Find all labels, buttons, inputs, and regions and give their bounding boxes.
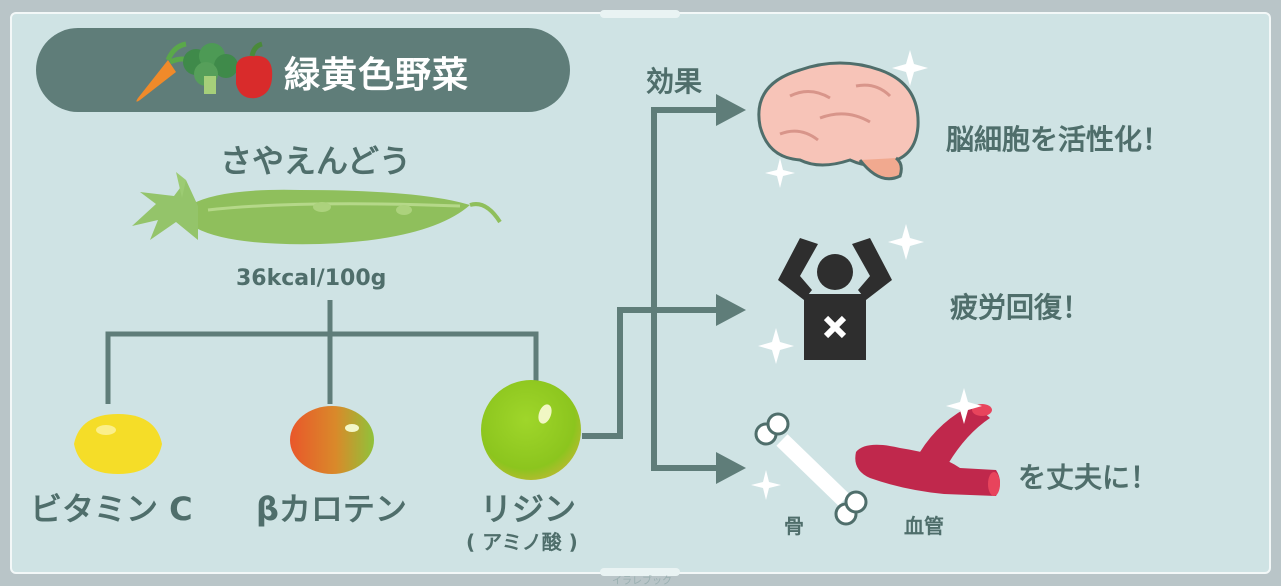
effect-fatigue-label: 疲労回復！ <box>950 291 1091 324</box>
broccoli-icon <box>183 43 238 94</box>
bone-icon <box>754 412 868 526</box>
effect-arrows <box>582 107 724 471</box>
vegetable-name: さやえんどう <box>220 142 412 180</box>
beta-carotene-icon <box>290 406 374 474</box>
nutrient-beta-carotene-label: βカロテン <box>256 490 407 528</box>
bottom-notch <box>600 568 680 576</box>
nutrient-vitamin-c-label: ビタミン C <box>30 490 193 528</box>
blood-vessel-icon <box>855 404 1000 496</box>
connector-lines <box>105 300 539 404</box>
arrow-heads <box>716 94 746 484</box>
title-banner <box>36 28 570 112</box>
carrot-icon <box>136 41 192 102</box>
vegetable-calories: 36kcal/100g <box>236 266 387 291</box>
bone-label: 骨 <box>784 514 804 538</box>
brain-icon <box>757 61 920 181</box>
pea-pod-icon <box>132 172 502 245</box>
tired-person-icon <box>778 238 892 360</box>
lysine-icon <box>481 380 581 480</box>
effect-strengthen-label: を丈夫に！ <box>1018 461 1159 494</box>
blood-vessel-label: 血管 <box>904 514 944 538</box>
top-notch <box>600 10 680 18</box>
credit-text: イラレブック <box>612 576 672 587</box>
bell-pepper-icon <box>236 41 273 99</box>
effect-brain-label: 脳細胞を活性化！ <box>946 123 1171 156</box>
page-title: 緑黄色野菜 <box>284 55 470 96</box>
sparkle-icons <box>751 50 982 500</box>
nutrient-lysine-sublabel: ( アミノ酸 ) <box>466 530 578 554</box>
nutrient-lysine-label: リジン <box>480 490 577 528</box>
effects-heading: 効果 <box>646 65 703 98</box>
lemon-icon <box>74 414 162 474</box>
